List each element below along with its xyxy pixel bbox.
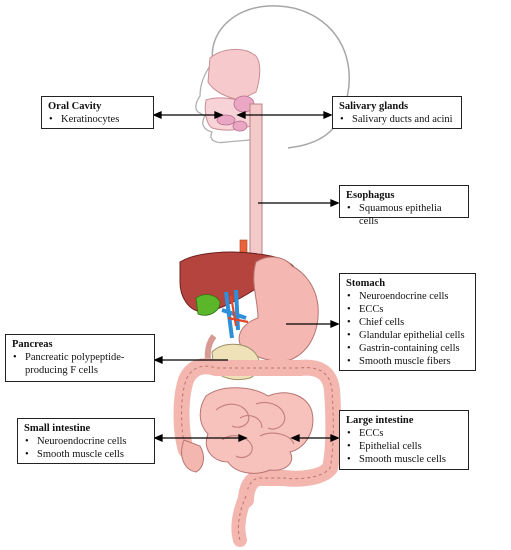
list-item: Smooth muscle fibers	[346, 355, 469, 368]
large-intestine-arrow-head-left	[290, 434, 300, 442]
stomach-list: Neuroendocrine cells ECCs Chief cells Gl…	[346, 290, 469, 368]
list-item: Neuroendocrine cells	[346, 290, 469, 303]
stomach-arrow-head	[330, 320, 340, 328]
small-intestine	[199, 387, 314, 474]
small-intestine-box: Small intestine Neuroendocrine cells Smo…	[17, 418, 155, 464]
large-intestine-outline	[181, 365, 334, 501]
cecum	[181, 439, 204, 473]
esophagus-list: Squamous epithelia cells	[346, 202, 462, 228]
large-intestine-box: Large intestine ECCs Epithelial cells Sm…	[339, 410, 469, 470]
list-item: Smooth muscle cells	[346, 453, 462, 466]
stomach	[238, 256, 319, 362]
esophagus-tube	[249, 103, 263, 263]
small-intestine-title: Small intestine	[24, 423, 91, 434]
esophagus-title: Esophagus	[346, 190, 395, 201]
salivary-gland-submandibular	[232, 120, 248, 132]
large-intestine-arrow-head-right	[330, 434, 340, 442]
esophagus-box: Esophagus Squamous epithelia cells	[339, 185, 469, 227]
list-item: Pancreatic polypeptide-producing F cells	[12, 351, 148, 377]
list-item: Squamous epithelia cells	[346, 202, 462, 228]
list-item: Salivary ducts and acini	[339, 113, 455, 126]
salivary-arrow-head-right	[323, 111, 333, 119]
rectum	[231, 489, 253, 547]
face-profile	[195, 61, 251, 144]
list-item: Epithelial cells	[346, 440, 462, 453]
salivary-arrow-head-left	[236, 111, 246, 119]
large-intestine-title: Large intestine	[346, 415, 414, 426]
list-item: Neuroendocrine cells	[24, 435, 148, 448]
large-intestine-list: ECCs Epithelial cells Smooth muscle cell…	[346, 427, 462, 466]
pancreas-list: Pancreatic polypeptide-producing F cells	[12, 351, 148, 377]
stomach-title: Stomach	[346, 278, 386, 289]
oral-arrow-head-right	[214, 111, 224, 119]
small-intestine-arrow-head-left	[153, 434, 163, 442]
oral-cavity-box: Oral Cavity Keratinocytes	[41, 96, 154, 129]
hepatic-artery-red	[227, 295, 249, 327]
small-intestine-loops	[215, 401, 295, 459]
small-intestine-list: Neuroendocrine cells Smooth muscle cells	[24, 435, 148, 461]
oral-cavity-title: Oral Cavity	[48, 101, 102, 112]
list-item: ECCs	[346, 427, 462, 440]
esophagus-arrow-head	[330, 199, 340, 207]
stomach-box: Stomach Neuroendocrine cells ECCs Chief …	[339, 273, 476, 371]
connector-arrows	[152, 111, 340, 442]
list-item: Keratinocytes	[48, 113, 147, 126]
salivary-gland-sublingual	[216, 114, 236, 126]
pancreas-title: Pancreas	[12, 339, 53, 350]
pancreas-arrow-head	[153, 356, 163, 364]
salivary-glands-list: Salivary ducts and acini	[339, 113, 455, 126]
salivary-glands-title: Salivary glands	[339, 101, 409, 112]
small-intestine-arrow-head-right	[238, 434, 248, 442]
gallbladder	[195, 294, 221, 316]
list-item: Smooth muscle cells	[24, 448, 148, 461]
list-item: Gastrin-containing cells	[346, 342, 469, 355]
nasal-cavity	[207, 49, 261, 101]
pancreas-box: Pancreas Pancreatic polypeptide-producin…	[5, 334, 155, 382]
oral-arrow-head-left	[152, 111, 162, 119]
oral-cavity-list: Keratinocytes	[48, 113, 147, 126]
list-item: Chief cells	[346, 316, 469, 329]
salivary-glands-box: Salivary glands Salivary ducts and acini	[332, 96, 462, 129]
list-item: Glandular epithelial cells	[346, 329, 469, 342]
list-item: ECCs	[346, 303, 469, 316]
head-outline	[211, 5, 351, 149]
